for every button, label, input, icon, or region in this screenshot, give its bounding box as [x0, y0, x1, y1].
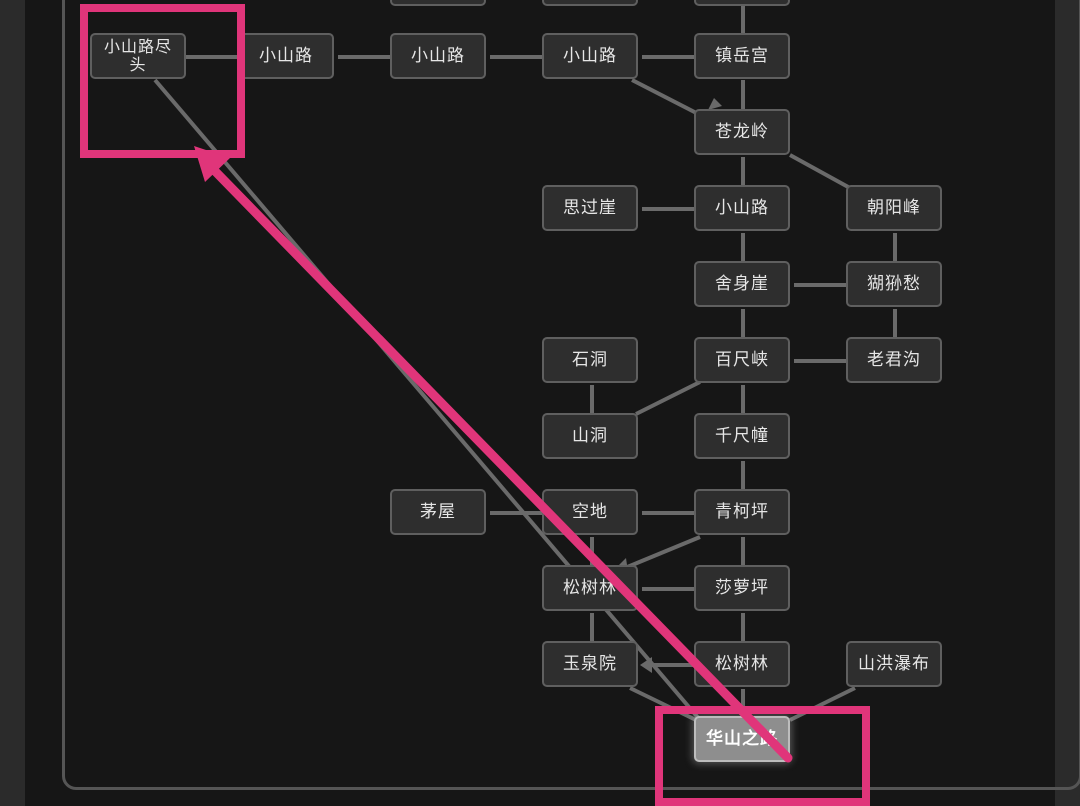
- room-zhaoyangfeng[interactable]: 朝阳峰: [846, 185, 942, 231]
- room-husunchou[interactable]: 猢狲愁: [846, 261, 942, 307]
- room-shanhongpubu[interactable]: 山洪瀑布: [846, 641, 942, 687]
- room-qianchichuang[interactable]: 千尺幢: [694, 413, 790, 459]
- edge: [789, 153, 851, 190]
- room-shidong[interactable]: 石洞: [542, 337, 638, 383]
- room-shandong[interactable]: 山洞: [542, 413, 638, 459]
- room-xiaoshanlu-2[interactable]: 小山路: [390, 33, 486, 79]
- room-zhenyuegong[interactable]: 镇岳宫: [694, 33, 790, 79]
- room-xiaoshanlu-jintou[interactable]: 小山路尽头: [90, 33, 186, 79]
- room-songshulin-2[interactable]: 松树林: [694, 641, 790, 687]
- room-maowu[interactable]: 茅屋: [390, 489, 486, 535]
- arrowhead: [708, 98, 722, 110]
- edge: [153, 78, 702, 722]
- edge: [635, 380, 701, 416]
- room-baichixia[interactable]: 百尺峡: [694, 337, 790, 383]
- room-stub[interactable]: [542, 0, 638, 6]
- room-canglongling[interactable]: 苍龙岭: [694, 109, 790, 155]
- room-qingkeping[interactable]: 青柯坪: [694, 489, 790, 535]
- room-shaluoping[interactable]: 莎萝坪: [694, 565, 790, 611]
- room-laojungou[interactable]: 老君沟: [846, 337, 942, 383]
- room-songshulin-1[interactable]: 松树林: [542, 565, 638, 611]
- room-siguoya[interactable]: 思过崖: [542, 185, 638, 231]
- room-kongdi[interactable]: 空地: [542, 489, 638, 535]
- room-stub[interactable]: [694, 0, 790, 6]
- room-huashanzhilu-current[interactable]: 华山之路: [694, 716, 790, 762]
- edge: [789, 686, 856, 722]
- room-xiaoshanlu-4[interactable]: 小山路: [694, 185, 790, 231]
- room-yuquanyuan[interactable]: 玉泉院: [542, 641, 638, 687]
- room-xiaoshanlu-1[interactable]: 小山路: [238, 33, 334, 79]
- room-stub[interactable]: [390, 0, 486, 6]
- room-xiaoshanlu-3[interactable]: 小山路: [542, 33, 638, 79]
- room-sheshenya[interactable]: 舍身崖: [694, 261, 790, 307]
